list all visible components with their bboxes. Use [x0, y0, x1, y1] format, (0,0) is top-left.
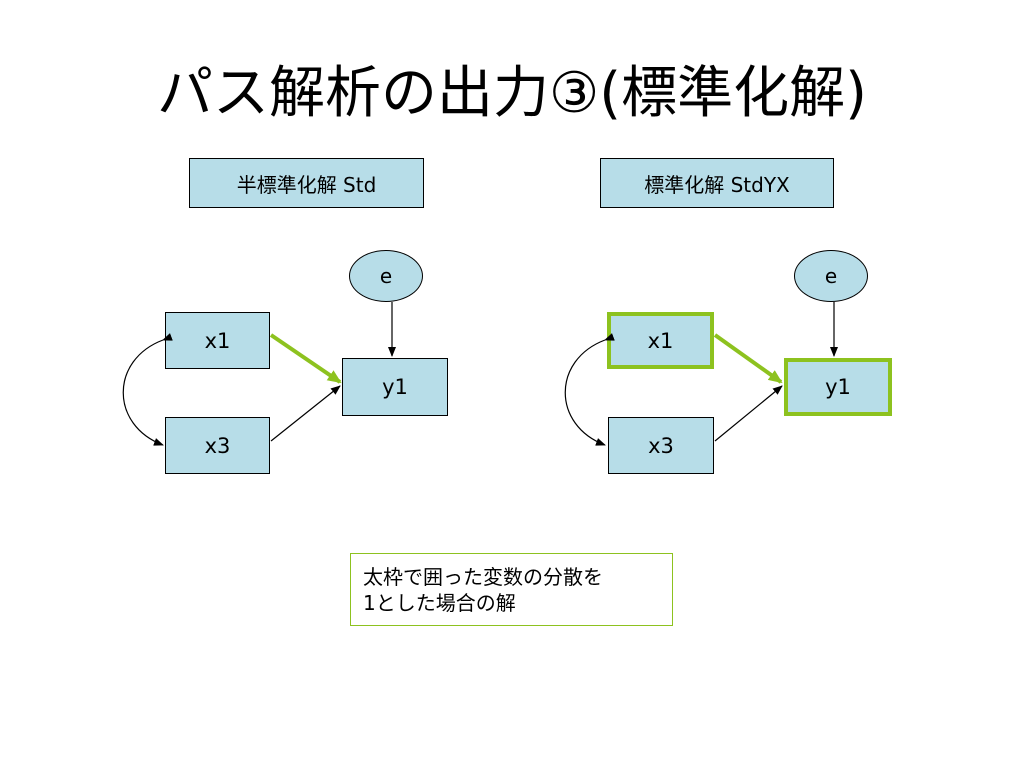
- note-box: 太枠で囲った変数の分散を 1とした場合の解: [350, 553, 673, 626]
- left-x3-node: x3: [165, 417, 270, 474]
- right-y1-node: y1: [784, 358, 892, 416]
- right-x1-node: x1: [607, 312, 714, 369]
- left-x1-node: x1: [165, 312, 270, 369]
- right-x1-to-y1-arrow: [713, 333, 783, 384]
- left-x1-to-y1-arrow: [269, 333, 342, 384]
- left-y1-node: y1: [342, 358, 448, 416]
- note-line-1: 太枠で囲った変数の分散を: [363, 565, 603, 589]
- note-line-2: 1とした場合の解: [363, 591, 516, 615]
- right-x3-node: x3: [608, 417, 714, 474]
- right-x1-x3-covariance-arrow: [564, 333, 615, 446]
- right-error-node: e: [794, 250, 868, 302]
- slide-title: パス解析の出力③(標準化解): [157, 61, 867, 126]
- left-x3-to-y1-arrow: [270, 385, 341, 442]
- right-panel-label: 標準化解 StdYX: [600, 158, 834, 208]
- left-panel-label: 半標準化解 Std: [189, 158, 424, 208]
- left-x1-x3-covariance-arrow: [122, 333, 173, 446]
- left-error-node: e: [349, 250, 423, 302]
- right-x3-to-y1-arrow: [714, 385, 783, 442]
